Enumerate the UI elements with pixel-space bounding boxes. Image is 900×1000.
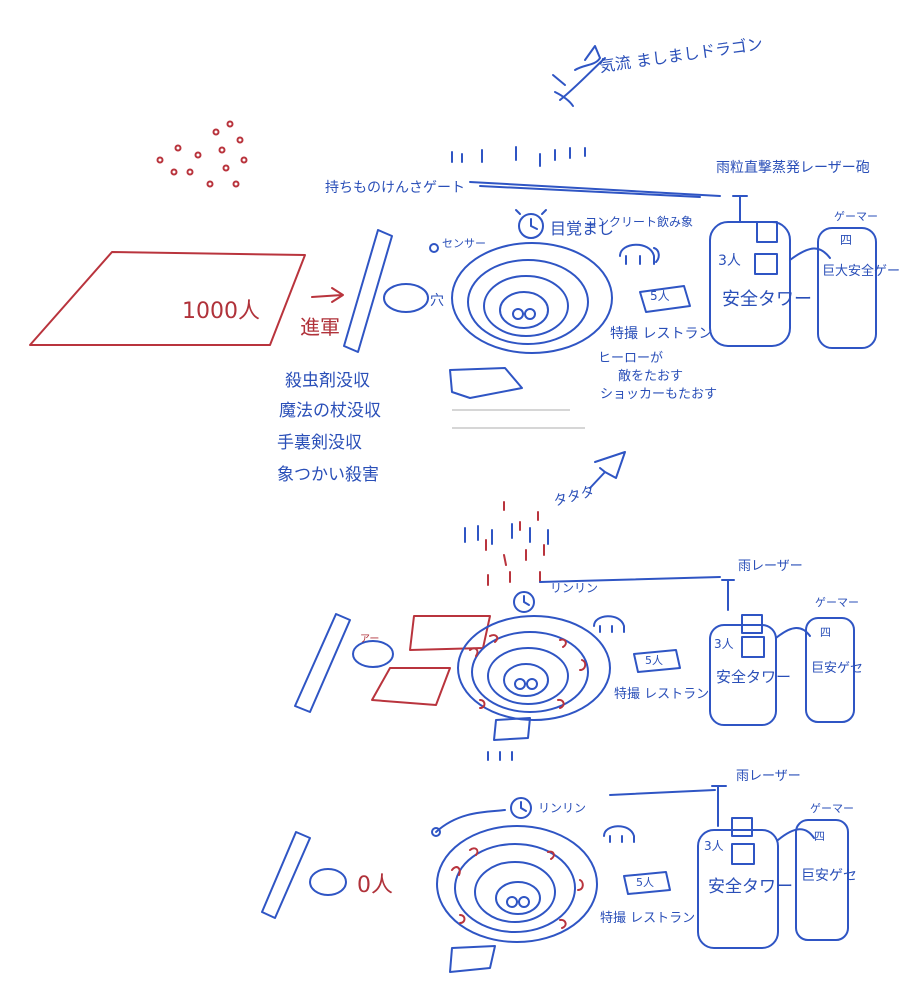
game-center xyxy=(795,819,849,941)
crowd-label: 1000人 xyxy=(182,299,260,324)
bird-icon xyxy=(589,451,626,489)
game-center xyxy=(805,617,855,723)
confiscation-item-4: 象つかい殺害 xyxy=(277,465,379,485)
gamer-label: ゲーマー xyxy=(810,802,854,815)
concrete-elephant-label: コンクリート飲み象 xyxy=(585,214,693,229)
gamer-label: ゲーマー xyxy=(834,210,878,223)
rain-streaks xyxy=(464,523,721,583)
restaurant-count: 5人 xyxy=(650,289,670,303)
hero-note-1: ヒーローが xyxy=(598,351,663,366)
red-dots xyxy=(156,120,248,188)
sensor-icon xyxy=(429,243,439,253)
crowd-area xyxy=(29,251,306,346)
game-center-label: 巨安ゲセ xyxy=(811,661,863,676)
restaurant-count: 5人 xyxy=(636,876,654,889)
pond xyxy=(352,640,394,668)
restaurant-box xyxy=(639,285,691,313)
alarm-label: 目覚まし xyxy=(550,219,614,238)
sensor-icon xyxy=(431,827,441,837)
faint-marks xyxy=(452,409,585,429)
target-rings xyxy=(457,615,611,721)
tower-label: 安全タワー xyxy=(708,877,793,897)
gray-block xyxy=(449,945,496,973)
restaurant-label: 特撮 レストラン xyxy=(610,325,712,342)
hero-note-3: ショッカーもたおす xyxy=(600,387,717,402)
restaurant-label: 特撮 レストラン xyxy=(614,686,709,702)
target-rings xyxy=(436,825,598,943)
elephant-icon xyxy=(619,243,660,265)
safe-tower xyxy=(709,579,811,726)
gamer-count: 四 xyxy=(814,830,825,843)
restaurant-label: 特撮 レストラン xyxy=(600,910,695,926)
crowd-label: 0人 xyxy=(357,873,393,898)
tower-label: 安全タワー xyxy=(716,668,791,686)
game-center-label: 巨安ゲセ xyxy=(801,868,857,884)
confiscation-item-2: 魔法の杖没収 xyxy=(279,401,381,421)
game-center-label: 巨大安全ゲームセンター xyxy=(822,263,900,279)
rain-streaks xyxy=(487,751,513,761)
gray-block xyxy=(493,717,531,741)
advance-label: 進軍 xyxy=(300,315,340,339)
elephant-icon xyxy=(593,615,625,633)
safe-tower xyxy=(709,195,831,347)
gamer-label: ゲーマー xyxy=(815,596,859,609)
red-board xyxy=(371,667,451,706)
inspection-gate xyxy=(343,229,393,353)
restaurant-count: 5人 xyxy=(645,654,663,667)
game-center xyxy=(817,227,877,349)
laser-beam xyxy=(609,789,716,796)
restaurant-box xyxy=(623,871,671,895)
tower-count: 3人 xyxy=(714,637,734,651)
inspection-gate xyxy=(294,613,351,713)
confiscation-item-3: 手裏剣没収 xyxy=(277,432,362,453)
sensor-wire xyxy=(435,809,506,833)
hole xyxy=(383,283,429,313)
hero-note-2: 敵をたおす xyxy=(618,368,683,384)
confiscation-item-1: 殺虫剤没収 xyxy=(285,371,370,391)
alarm-clock-icon xyxy=(515,209,547,239)
target-rings xyxy=(451,242,613,354)
advance-arrow xyxy=(311,287,344,303)
gate-label: 持ちものけんさゲート xyxy=(325,180,465,196)
tower-label: 安全タワー xyxy=(722,289,812,310)
laser-label: 雨レーザー xyxy=(738,559,803,574)
gray-block xyxy=(449,367,523,399)
tower-count: 3人 xyxy=(718,253,741,269)
alarm-clock-icon xyxy=(510,797,532,819)
laser-label: 雨粒直撃蒸発レーザー砲 xyxy=(716,159,870,176)
tata-label: タタタ xyxy=(552,484,597,510)
alarm-clock-icon xyxy=(513,591,535,613)
elephant-icon xyxy=(603,825,635,843)
rain-streaks xyxy=(451,146,721,198)
pond-label: アー xyxy=(360,634,379,645)
gamer-count: 四 xyxy=(840,233,852,247)
alarm-sound: リンリン xyxy=(538,801,586,815)
hole xyxy=(309,868,347,896)
sensor-label: センサー xyxy=(442,237,486,250)
gamer-count: 四 xyxy=(820,626,831,639)
inspection-gate xyxy=(261,831,311,919)
dragon-label: 気流 ましましドラゴン xyxy=(598,34,764,76)
laser-label: 雨レーザー xyxy=(736,769,801,784)
safe-tower xyxy=(697,785,815,949)
dragon-icon xyxy=(552,45,606,107)
alarm-sound: リンリン xyxy=(550,581,598,595)
restaurant-box xyxy=(633,649,681,673)
tower-count: 3人 xyxy=(704,839,724,853)
hole-label: 穴 xyxy=(430,293,444,309)
red-drops xyxy=(485,501,545,586)
